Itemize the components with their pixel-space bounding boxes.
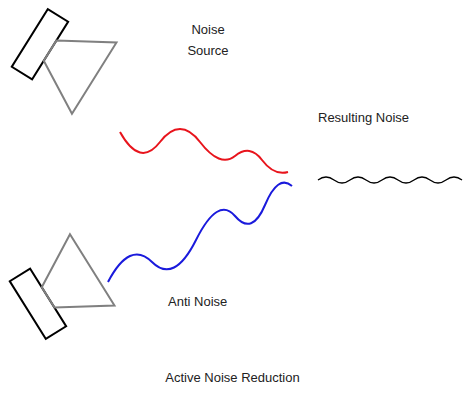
noise-speaker — [8, 2, 117, 114]
noise-wave — [120, 129, 288, 173]
anti-noise-wave — [108, 183, 292, 282]
wave-label: Noise Source — [180, 20, 236, 62]
anti-noise-speaker — [6, 234, 115, 346]
wave-label: Resulting Noise — [318, 108, 438, 129]
diagram-caption: Active Noise Reduction — [0, 368, 465, 389]
wave-label: Anti Noise — [168, 292, 258, 313]
resulting-wave — [318, 177, 462, 183]
